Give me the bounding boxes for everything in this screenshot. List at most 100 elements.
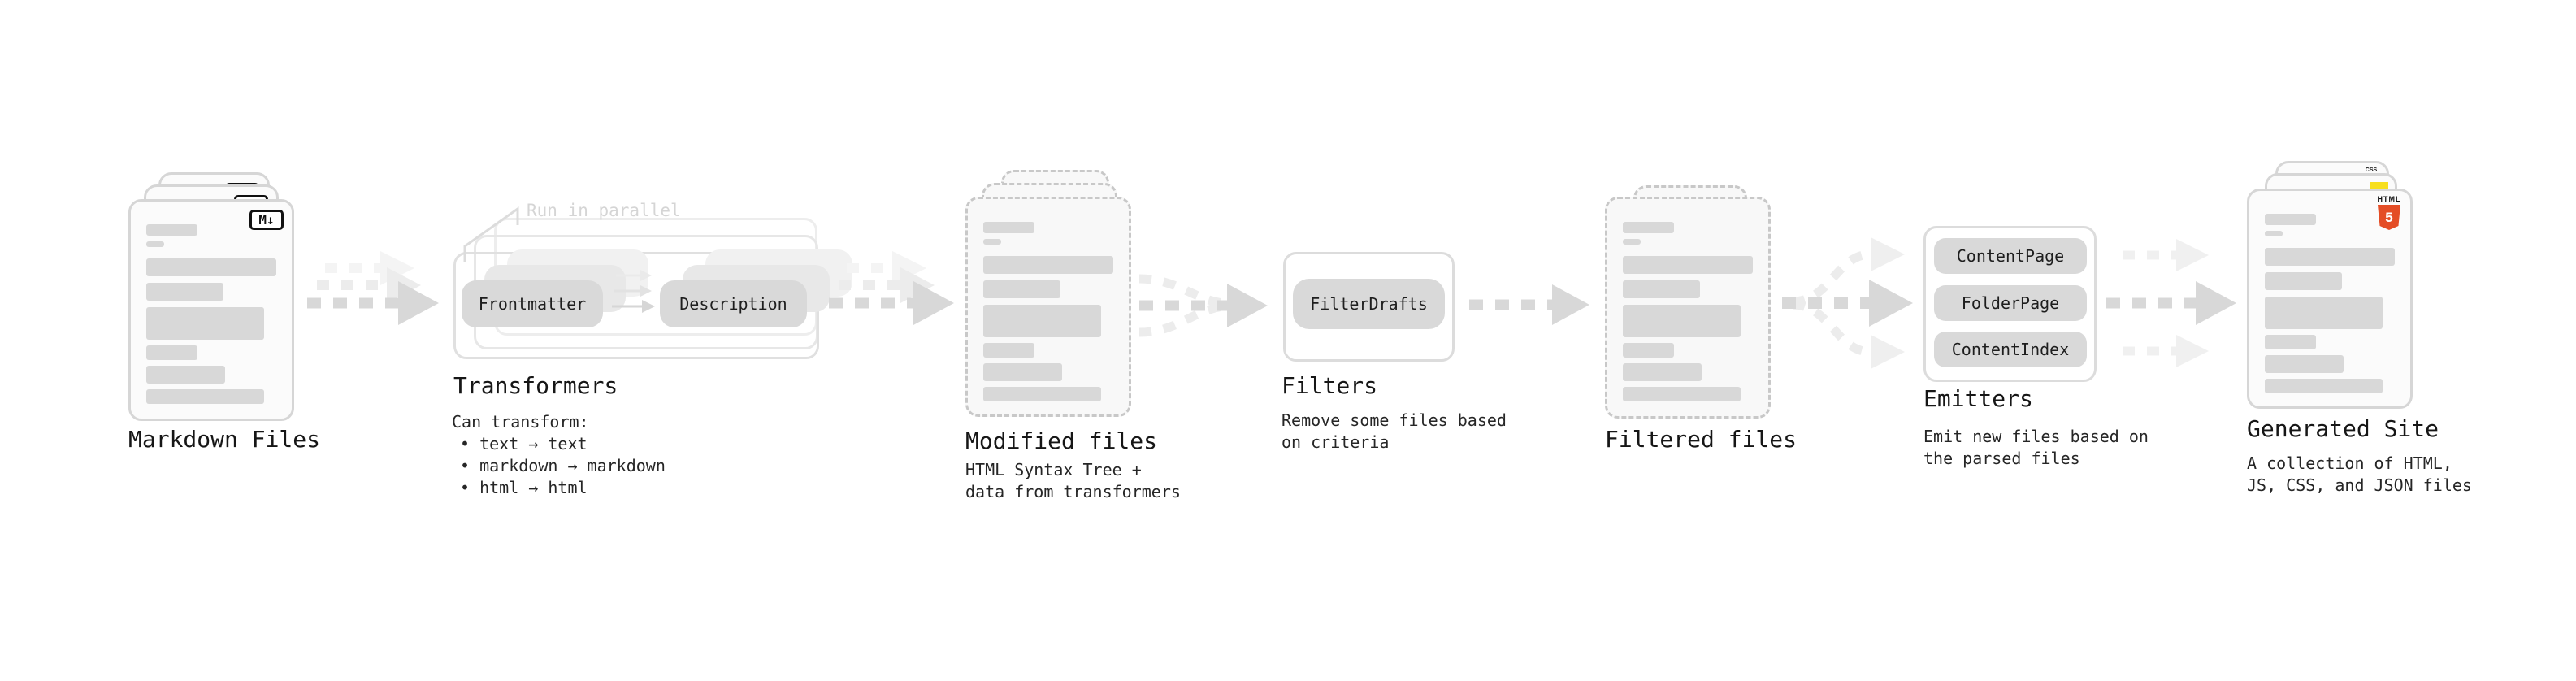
folderpage-pill: FolderPage [1934, 285, 2087, 321]
text-line [1623, 363, 1702, 381]
text-line [2265, 379, 2383, 393]
desc-line: Can transform: [452, 412, 589, 432]
text-line [1623, 305, 1741, 337]
markdown-file-card-front: M↓ [128, 199, 294, 421]
text-line [983, 363, 1062, 381]
frontmatter-pill: Frontmatter [462, 280, 603, 327]
text-line [146, 345, 197, 360]
html5-icon-number: 5 [2385, 209, 2393, 225]
text-line [146, 241, 164, 247]
desc-line: • text → text [460, 434, 588, 453]
text-line [983, 305, 1101, 337]
stage-label-generated-site: Generated Site [2247, 415, 2439, 442]
text-line [146, 366, 225, 384]
desc-line: • html → html [460, 478, 588, 497]
stage-label-modified-files: Modified files [965, 427, 1158, 454]
text-line [146, 307, 264, 340]
desc-line: the parsed files [1923, 449, 2080, 468]
text-line [2265, 272, 2342, 290]
html5-icon-shield: 5 [2378, 205, 2400, 230]
modified-files-description: HTML Syntax Tree + data from transformer… [965, 459, 1181, 503]
generated-site-description: A collection of HTML, JS, CSS, and JSON … [2247, 453, 2472, 497]
doc-text-placeholder-lines [1623, 222, 1753, 401]
text-line [2265, 335, 2316, 349]
text-line [1623, 280, 1700, 298]
stage-label-emitters: Emitters [1923, 385, 2033, 412]
markdown-icon: M↓ [249, 210, 284, 230]
desc-line: JS, CSS, and JSON files [2247, 475, 2472, 495]
text-line [2265, 297, 2383, 329]
contentindex-pill: ContentIndex [1934, 332, 2087, 367]
arrow-curve-line [1792, 249, 1871, 306]
text-line [983, 280, 1060, 298]
html5-icon-text: HTML [2377, 195, 2401, 203]
stage-label-markdown-files: Markdown Files [128, 426, 321, 453]
arrow-filters-to-filtered [1469, 284, 1589, 325]
contentpage-pill: ContentPage [1934, 238, 2087, 274]
arrow-head-icon [398, 281, 439, 325]
transformers-description: Can transform: • text → text • markdown … [452, 411, 666, 499]
text-line [2265, 231, 2283, 236]
desc-line: A collection of HTML, [2247, 453, 2452, 473]
arrow-curve-line [1138, 274, 1231, 309]
arrow-head-icon [1871, 237, 1905, 271]
text-line [146, 283, 223, 301]
text-line [146, 258, 276, 276]
text-line [983, 239, 1001, 245]
arrow-head-icon [900, 267, 935, 303]
text-line [983, 256, 1113, 274]
arrow-head-icon [387, 267, 421, 303]
filters-description: Remove some files based on criteria [1281, 410, 1507, 453]
arrow-emitters-to-generated [2106, 239, 2236, 367]
filtered-file-card-front [1605, 197, 1771, 419]
arrow-curve-line [1792, 300, 1871, 357]
text-line [1623, 256, 1753, 274]
run-in-parallel-annotation: Run in parallel [527, 201, 681, 220]
arrow-head-icon [1869, 280, 1913, 327]
desc-line: data from transformers [965, 482, 1181, 501]
text-line [2265, 355, 2344, 373]
filterdrafts-pill: FilterDrafts [1293, 279, 1445, 329]
text-line [146, 224, 197, 236]
modified-file-card-front [965, 197, 1131, 417]
html5-icon: HTML 5 [2377, 196, 2401, 230]
arrow-head-icon [1552, 284, 1589, 325]
description-pill: Description [660, 280, 807, 327]
text-line [1623, 222, 1674, 233]
text-line [983, 387, 1101, 401]
stage-label-filtered-files: Filtered files [1605, 426, 1798, 453]
text-line [2265, 248, 2395, 266]
text-line [2265, 214, 2316, 225]
arrow-head-icon [1227, 284, 1268, 327]
arrow-curve-line [1138, 301, 1231, 337]
desc-line: Emit new files based on [1923, 427, 2149, 446]
desc-line: Remove some files based [1281, 410, 1507, 430]
arrow-head-icon [913, 281, 954, 325]
emitters-description: Emit new files based on the parsed files [1923, 426, 2149, 470]
text-line [146, 389, 264, 404]
arrow-head-icon [2176, 335, 2209, 367]
javascript-icon [2370, 182, 2388, 190]
text-line [1623, 239, 1641, 245]
doc-text-placeholder-lines [146, 224, 276, 404]
arrow-head-icon [2176, 239, 2209, 271]
css-icon-text: CSS [2365, 167, 2378, 173]
arrow-head-icon [892, 251, 926, 285]
arrow-markdown-to-transformers [307, 251, 439, 325]
arrow-filtered-to-emitters [1782, 237, 1913, 369]
text-line [983, 343, 1034, 358]
text-line [1623, 387, 1741, 401]
markdown-icon-text: M↓ [258, 212, 275, 228]
desc-line: HTML Syntax Tree + [965, 460, 1142, 479]
text-line [1623, 343, 1674, 358]
desc-line: • markdown → markdown [460, 456, 666, 475]
stage-label-filters: Filters [1281, 372, 1378, 399]
arrow-head-icon [1871, 335, 1905, 369]
text-line [983, 222, 1034, 233]
doc-text-placeholder-lines [2265, 214, 2395, 393]
doc-text-placeholder-lines [983, 222, 1113, 401]
arrow-modified-to-filters [1138, 274, 1268, 337]
generated-site-card-html: HTML 5 [2247, 189, 2413, 409]
desc-line: on criteria [1281, 432, 1390, 452]
